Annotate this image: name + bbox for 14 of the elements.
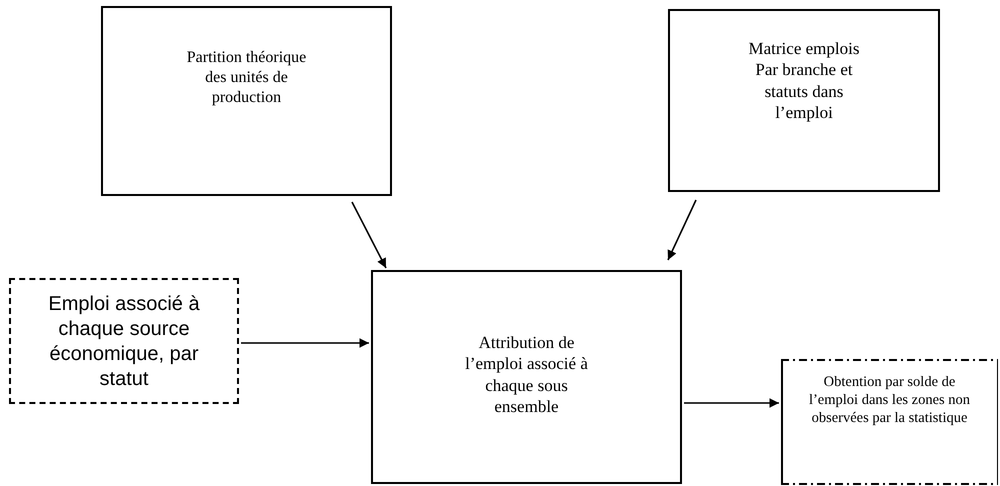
node-label: Attribution de l’emploi associé à chaque sous ensemble bbox=[464, 332, 589, 417]
note-box bbox=[781, 359, 998, 485]
process-box bbox=[371, 270, 682, 484]
note-box bbox=[9, 278, 239, 404]
arrow bbox=[241, 338, 369, 348]
arrow bbox=[667, 200, 697, 260]
arrow bbox=[684, 398, 779, 408]
process-box bbox=[668, 9, 940, 192]
node-label: Obtention par solde de l’emploi dans les zones non observées par la statistique bbox=[808, 373, 972, 428]
arrow bbox=[351, 202, 387, 268]
node-label: Partition théorique des unités de production bbox=[186, 48, 308, 108]
node-label: Emploi associé à chaque source économique, par statut bbox=[47, 292, 201, 392]
node-label: Matrice emplois Par branche et statuts dans l’emploi bbox=[748, 38, 860, 123]
process-box bbox=[101, 6, 392, 196]
